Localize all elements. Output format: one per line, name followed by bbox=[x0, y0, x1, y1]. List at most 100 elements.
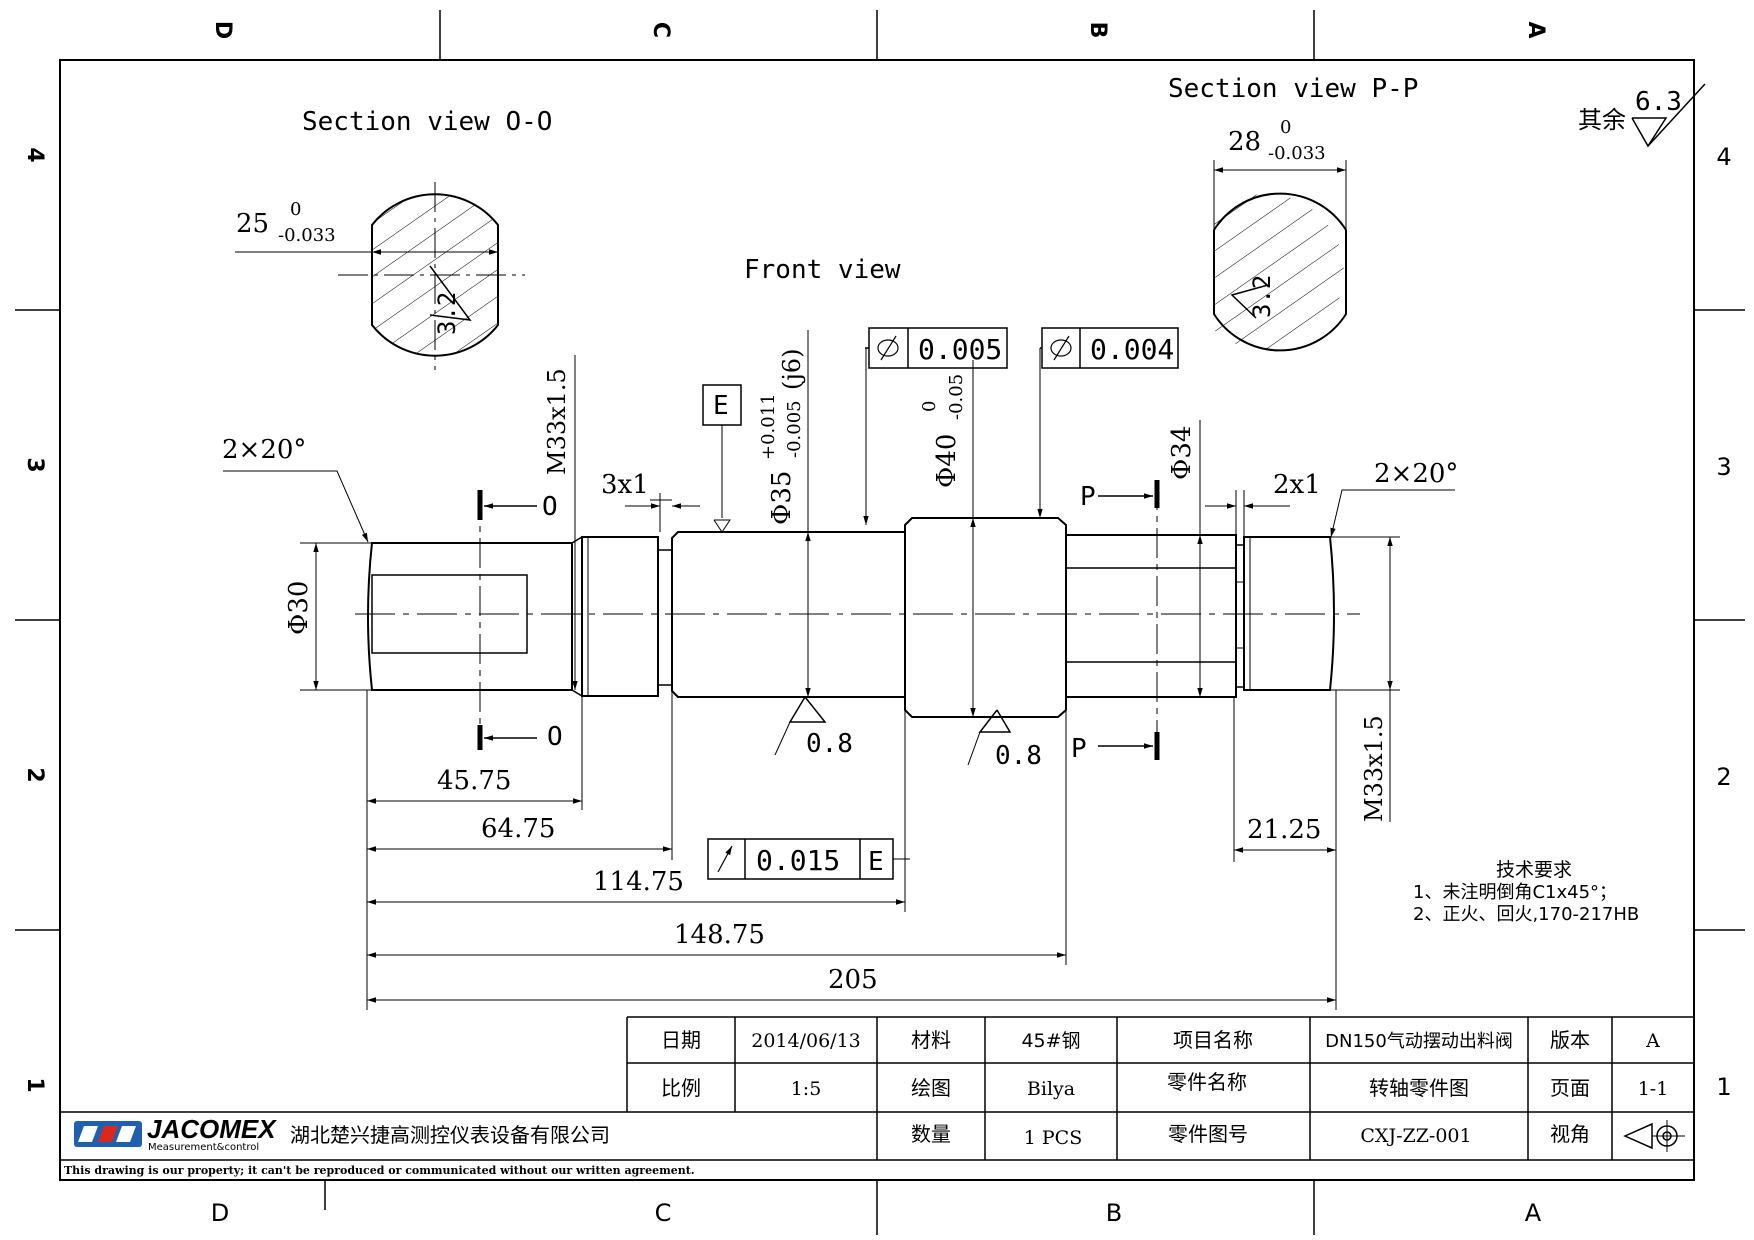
cut-p-label-top: P bbox=[1080, 482, 1096, 512]
tb-part-name-value: 转轴零件图 bbox=[1369, 1076, 1469, 1100]
section-p-width-nominal: 28 bbox=[1228, 127, 1261, 157]
runout-frame-2 bbox=[1037, 327, 1179, 518]
tb-material-label: 材料 bbox=[911, 1028, 951, 1052]
zone-left-4: 4 bbox=[22, 147, 47, 162]
tb-date-value: 2014/06/13 bbox=[751, 1030, 861, 1052]
tb-scale-value: 1:5 bbox=[791, 1078, 822, 1100]
tb-date-label: 日期 bbox=[661, 1028, 701, 1052]
dim-dia-40: Φ40 bbox=[932, 434, 962, 488]
zone-left-1: 1 bbox=[22, 1077, 47, 1092]
tech-req-item-2: 2、正火、回火,170-217HB bbox=[1413, 904, 1639, 925]
tech-req-title: 技术要求 bbox=[1496, 859, 1572, 881]
dim-thread-right: M33x1.5 bbox=[1360, 715, 1388, 822]
zone-top-d: D bbox=[210, 21, 235, 39]
dim-len-114-75: 114.75 bbox=[593, 867, 684, 897]
projection-symbol-icon bbox=[1623, 1120, 1685, 1152]
tb-material-value: 45#钢 bbox=[1021, 1030, 1080, 1052]
zone-top-b: B bbox=[1085, 22, 1110, 39]
shaft-front-view bbox=[367, 517, 1335, 718]
runout-frame-3 bbox=[707, 838, 910, 880]
section-o-roughness: 3.2 bbox=[433, 292, 461, 335]
tb-part-name-label: 零件名称 bbox=[1167, 1070, 1247, 1094]
section-p-width-lower: -0.033 bbox=[1268, 143, 1326, 164]
disclaimer: This drawing is our property; it can't b… bbox=[64, 1164, 695, 1177]
section-o-view: 25 0 -0.033 3.2 bbox=[235, 182, 525, 370]
zone-left-2: 2 bbox=[22, 767, 47, 782]
dimension-lines bbox=[223, 330, 1455, 1010]
tb-project-value: DN150气动摆动出料阀 bbox=[1325, 1031, 1513, 1052]
general-roughness-symbol: 其余 6.3 bbox=[1578, 83, 1706, 148]
tb-project-label: 项目名称 bbox=[1173, 1028, 1253, 1052]
zone-bottom-c: C bbox=[655, 1199, 672, 1227]
section-o-width-lower: -0.033 bbox=[278, 225, 336, 246]
roughness-front-right-value: 0.8 bbox=[995, 741, 1042, 771]
zone-right-1: 1 bbox=[1716, 1073, 1731, 1101]
logo-name: JACOMEX bbox=[147, 1114, 277, 1144]
dim-thread-left: M33x1.5 bbox=[543, 368, 571, 475]
cut-line-p: P P bbox=[1071, 480, 1160, 764]
tb-drawn-label: 绘图 bbox=[911, 1076, 951, 1100]
tb-page-label: 页面 bbox=[1550, 1076, 1590, 1100]
dim-len-64-75: 64.75 bbox=[481, 814, 555, 844]
roughness-general-prefix: 其余 bbox=[1578, 106, 1626, 134]
company-logo: JACOMEX Measurement&control bbox=[74, 1114, 277, 1153]
runout-2-value: 0.004 bbox=[1090, 333, 1174, 366]
tb-part-no-label: 零件图号 bbox=[1168, 1122, 1248, 1146]
tb-projection-label: 视角 bbox=[1550, 1122, 1590, 1146]
zone-left-3: 3 bbox=[22, 457, 47, 472]
zone-top-a: A bbox=[1523, 21, 1548, 38]
dim-len-21-25: 21.25 bbox=[1247, 815, 1321, 845]
roughness-general-value: 6.3 bbox=[1635, 87, 1682, 117]
dim-groove-left: 3x1 bbox=[601, 470, 649, 500]
datum-e-letter: E bbox=[713, 391, 729, 421]
zone-bottom-d: D bbox=[211, 1199, 229, 1227]
runout-frame-1 bbox=[863, 327, 1008, 525]
section-p-width-upper: 0 bbox=[1280, 117, 1291, 138]
dim-dia-34: Φ34 bbox=[1167, 426, 1197, 480]
company-name: 湖北楚兴捷高测控仪表设备有限公司 bbox=[290, 1123, 610, 1147]
runout-3-datum: E bbox=[868, 847, 884, 877]
logo-tagline: Measurement&control bbox=[148, 1142, 259, 1153]
tb-part-no-value: CXJ-ZZ-001 bbox=[1360, 1125, 1471, 1147]
datum-e: E bbox=[702, 384, 742, 533]
zone-right-3: 3 bbox=[1716, 453, 1731, 481]
roughness-front-left-value: 0.8 bbox=[806, 729, 853, 759]
zone-bottom-a: A bbox=[1525, 1199, 1542, 1227]
tb-page-value: 1-1 bbox=[1638, 1078, 1669, 1100]
cut-p-label-bottom: P bbox=[1071, 734, 1087, 764]
cut-line-o: O O bbox=[477, 490, 563, 752]
section-p-roughness: 3.2 bbox=[1248, 275, 1276, 318]
tech-req-item-1: 1、未注明倒角C1x45°； bbox=[1413, 882, 1617, 903]
section-p-view: 28 0 -0.033 3.2 bbox=[1213, 117, 1347, 352]
dim-len-148-75: 148.75 bbox=[674, 920, 765, 950]
tb-qty-value: 1 PCS bbox=[1024, 1127, 1082, 1149]
dim-dia-40-lower: -0.05 bbox=[946, 374, 967, 420]
dim-dia-30: Φ30 bbox=[284, 581, 314, 635]
zone-right-4: 4 bbox=[1716, 143, 1731, 171]
dim-chamfer-left: 2×20° bbox=[222, 435, 306, 465]
dim-chamfer-right: 2×20° bbox=[1374, 459, 1458, 489]
runout-1-value: 0.005 bbox=[918, 333, 1002, 366]
dim-dia-35-lower: -0.005 bbox=[784, 400, 805, 458]
dim-dia-40-upper: 0 bbox=[919, 401, 940, 412]
tb-version-value: A bbox=[1645, 1030, 1660, 1052]
dim-dia-35-upper: +0.011 bbox=[758, 393, 779, 460]
tb-version-label: 版本 bbox=[1550, 1028, 1590, 1052]
dim-groove-right: 2x1 bbox=[1273, 470, 1321, 500]
dim-dia-35: Φ35 bbox=[767, 471, 797, 525]
tb-qty-label: 数量 bbox=[911, 1122, 951, 1146]
dim-dia-35-fit: (j6) bbox=[778, 349, 806, 390]
title-block bbox=[60, 1016, 1694, 1161]
tb-drawn-value: Bilya bbox=[1027, 1078, 1075, 1100]
tb-scale-label: 比例 bbox=[661, 1076, 701, 1100]
zone-right-2: 2 bbox=[1716, 763, 1731, 791]
dim-len-205: 205 bbox=[828, 965, 878, 995]
section-o-width-upper: 0 bbox=[290, 199, 301, 220]
zone-top-c: C bbox=[648, 22, 673, 38]
cut-o-label-bottom: O bbox=[547, 722, 563, 752]
cut-o-label-top: O bbox=[542, 492, 558, 522]
section-o-width-nominal: 25 bbox=[236, 209, 269, 239]
dim-len-45-75: 45.75 bbox=[437, 766, 511, 796]
runout-3-value: 0.015 bbox=[756, 844, 840, 877]
